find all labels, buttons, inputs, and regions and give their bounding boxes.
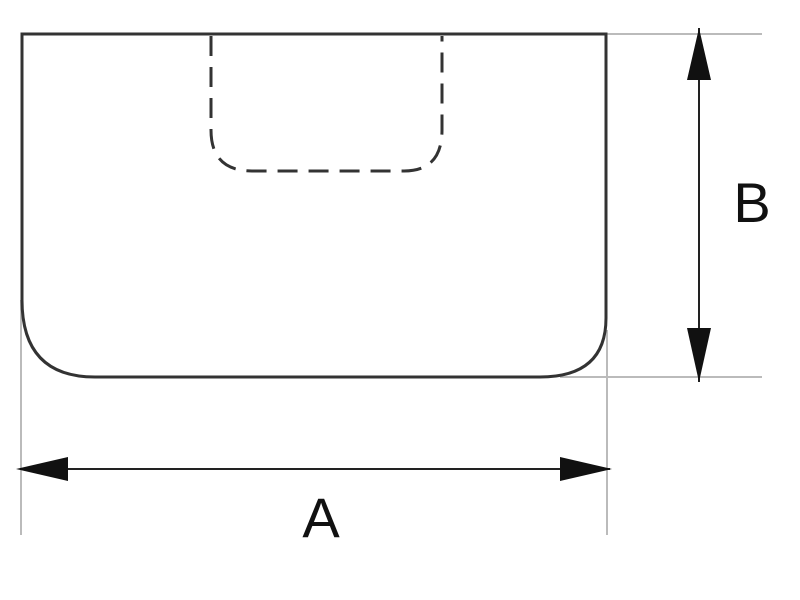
- arrowhead-b-bottom: [687, 328, 711, 382]
- dimension-label-a: A: [302, 486, 340, 549]
- hidden-feature-outline: [209, 36, 444, 173]
- arrowhead-b-top: [687, 28, 711, 80]
- dimension-label-b: B: [733, 171, 770, 234]
- arrowhead-a-right: [560, 457, 612, 481]
- arrowhead-a-left: [16, 457, 68, 481]
- part-outline: [20, 32, 608, 379]
